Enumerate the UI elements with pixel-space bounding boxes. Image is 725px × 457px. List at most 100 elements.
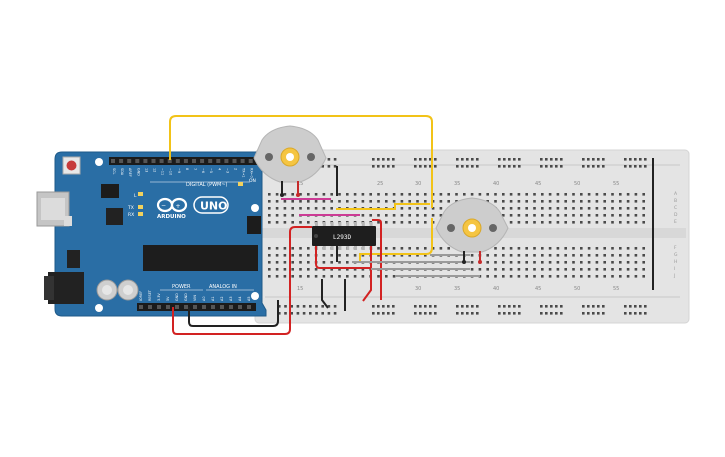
breadboard-hole — [400, 200, 404, 203]
breadboard-hole — [642, 254, 645, 257]
breadboard-hole — [564, 261, 567, 264]
breadboard-hole — [587, 254, 591, 257]
rail-hole — [550, 165, 553, 168]
dc-motor-2[interactable] — [435, 197, 509, 264]
rail-hole — [309, 305, 312, 308]
header-pin — [148, 305, 152, 309]
breadboard-hole — [509, 254, 513, 257]
breadboard-hole — [626, 254, 630, 257]
breadboard-hole — [353, 268, 357, 271]
breadboard-hole — [634, 200, 638, 203]
yellow-wire-3[interactable] — [336, 203, 430, 210]
rail-hole — [545, 305, 548, 308]
breadboard-hole — [439, 214, 443, 217]
rail-hole — [321, 312, 324, 315]
breadboard-hole — [548, 268, 552, 271]
black-wire-gnd[interactable] — [188, 300, 279, 327]
breadboard-hole — [642, 275, 645, 278]
l-led-label: L — [134, 193, 137, 199]
breadboard-hole — [611, 214, 614, 217]
power-analog-pin-label: A3 — [229, 297, 233, 301]
breadboard-hole — [564, 268, 567, 271]
breadboard-hole — [353, 200, 357, 203]
rail-hole — [639, 158, 642, 161]
rail-hole — [424, 165, 427, 168]
dc-motor-1[interactable] — [253, 125, 327, 197]
breadboard-hole — [400, 254, 404, 257]
breadboard-hole — [564, 193, 567, 196]
breadboard-hole — [525, 268, 528, 271]
breadboard-hole — [377, 247, 380, 250]
header-pin — [157, 305, 161, 309]
breadboard-hole — [361, 268, 365, 271]
red-wire[interactable] — [372, 219, 382, 300]
rail-hole — [414, 312, 417, 315]
breadboard-hole — [603, 268, 606, 271]
rail-hole — [560, 312, 563, 315]
icsp-header-2 — [247, 216, 261, 234]
breadboard-hole — [416, 254, 419, 257]
breadboard-hole — [470, 254, 474, 257]
breadboard-hole — [580, 214, 583, 217]
digital-pin-label: 12 — [153, 168, 157, 172]
reset-button-cap[interactable] — [66, 160, 77, 171]
digital-pin-label: ~3 — [225, 168, 229, 173]
yellow-wire[interactable] — [169, 115, 433, 208]
rail-hole — [414, 158, 417, 161]
rail-hole — [508, 305, 511, 308]
rail-hole — [582, 312, 585, 315]
breadboard-hole — [634, 247, 638, 250]
breadboard-hole — [392, 193, 396, 196]
red-wire[interactable] — [362, 246, 372, 302]
rail-hole — [508, 312, 511, 315]
rail-hole — [321, 305, 324, 308]
l293d-ic[interactable]: L293D — [312, 222, 376, 250]
rail-hole — [315, 312, 318, 315]
rail-hole — [466, 312, 469, 315]
breadboard-hole — [556, 247, 560, 250]
breadboard-hole — [587, 261, 591, 264]
column-number: 55 — [613, 286, 619, 292]
breadboard-hole — [572, 247, 575, 250]
column-number: 25 — [377, 181, 383, 187]
breadboard-hole — [533, 221, 536, 224]
rail-hole — [644, 158, 647, 161]
breadboard-hole — [330, 268, 333, 271]
rail-hole — [597, 305, 600, 308]
rail-hole — [587, 158, 590, 161]
header-pin — [229, 305, 233, 309]
red-wire[interactable] — [315, 246, 370, 269]
ic-pin — [346, 222, 350, 226]
arduino-uno-board[interactable]: DIGITAL (PWM~) ON L TX RX − + ARDUINO UN… — [36, 151, 267, 317]
breadboard-hole — [587, 268, 591, 271]
rail-hole — [302, 312, 306, 315]
breadboard-hole — [307, 200, 310, 203]
breadboard-hole — [619, 221, 622, 224]
breadboard-hole — [634, 221, 638, 224]
rail-hole — [429, 158, 432, 161]
breadboard-hole — [385, 247, 388, 250]
ic-pin — [322, 222, 326, 226]
yellow-wire-2[interactable] — [359, 218, 433, 261]
breadboard-hole — [541, 268, 544, 271]
black-wire[interactable] — [321, 279, 329, 309]
breadboard-hole — [385, 221, 388, 224]
breadboard-hole — [541, 247, 544, 250]
breadboard-hole — [611, 207, 614, 210]
rail-hole — [284, 305, 287, 308]
breadboard-hole — [283, 207, 287, 210]
red-wire-5v[interactable] — [172, 226, 312, 335]
breadboard-hole — [431, 247, 435, 250]
rail-hole — [476, 312, 479, 315]
breadboard-hole — [400, 207, 404, 210]
breadboard-hole — [611, 254, 614, 257]
row-letter: F — [674, 245, 677, 251]
header-pin — [211, 305, 215, 309]
rail-hole — [327, 312, 331, 315]
breadboard-hole — [268, 221, 271, 224]
breadboard-hole — [626, 214, 630, 217]
breadboard-hole — [603, 261, 606, 264]
breadboard-hole — [392, 254, 396, 257]
breadboard-hole — [486, 268, 489, 271]
breadboard-hole — [587, 193, 591, 196]
